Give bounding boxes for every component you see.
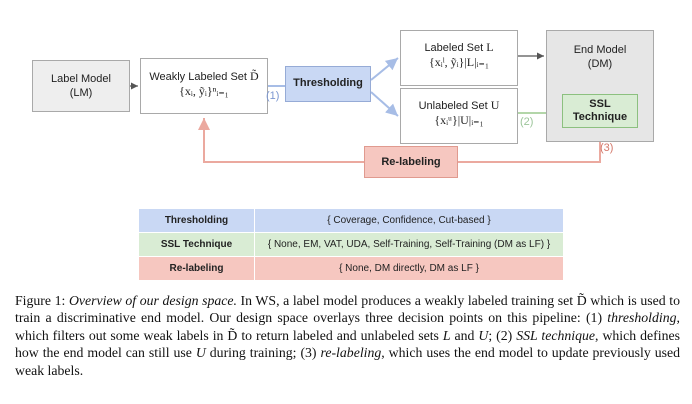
caption-text: , which filters out some weak labels in [15, 310, 680, 343]
labeled-set-symbol: L [486, 40, 494, 54]
table-row: Thresholding { Coverage, Confidence, Cut… [138, 208, 564, 233]
label-model-abbrev: (LM) [69, 87, 93, 99]
caption-text: during training; (3) [205, 345, 321, 361]
caption-prefix: Figure 1: [15, 293, 69, 308]
caption-title: Overview of our design space. [68, 293, 237, 308]
unlabeled-set-box: Unlabeled Set U {xᵢᵘ}|U|ᵢ₌₁ [400, 88, 518, 144]
unlabeled-set-symbol: U [490, 98, 500, 112]
design-space-table: Thresholding { Coverage, Confidence, Cut… [138, 208, 564, 281]
labeled-set-box: Labeled Set L {xᵢˡ, ỹᵢ}|L|ᵢ₌₁ [400, 30, 518, 86]
labeled-set-title: Labeled Set [424, 42, 487, 54]
weakly-labeled-title: Weakly Labeled Set [149, 71, 251, 83]
step-label-3: (3) [600, 142, 614, 154]
caption-text: to return labeled and unlabeled sets [237, 327, 443, 343]
caption-text: , which uses the end model to update pre… [15, 345, 681, 378]
caption-symbol-d: D̃ [576, 293, 587, 308]
caption-term-ssl: SSL technique [516, 327, 596, 343]
relabeling-box: Re-labeling [364, 146, 458, 178]
caption-symbol-l: L [442, 327, 451, 343]
caption-symbol-d: D̃ [227, 327, 238, 343]
label-model-box: Label Model (LM) [32, 60, 130, 112]
weakly-labeled-symbol: D̃ [250, 69, 259, 83]
row-value-ssl: { None, EM, VAT, UDA, Self-Training, Sel… [254, 232, 564, 257]
caption-text: , which defines how the end model can st… [15, 327, 680, 361]
step-label-1: (1) [266, 90, 280, 102]
figure-caption: Figure 1: Overview of our design space. … [15, 292, 680, 379]
row-value-thresholding: { Coverage, Confidence, Cut-based } [254, 208, 564, 233]
ssl-technique-box: SSL Technique [562, 94, 638, 128]
caption-text: which is used to train a discriminative … [15, 293, 680, 326]
row-key-thresholding: Thresholding [138, 208, 255, 233]
table-row: SSL Technique { None, EM, VAT, UDA, Self… [138, 232, 564, 257]
unlabeled-set-title: Unlabeled Set [418, 100, 491, 112]
ssl-line2: Technique [572, 111, 628, 123]
step-label-2: (2) [520, 116, 534, 128]
end-model-title: End Model [573, 44, 627, 56]
row-key-ssl: SSL Technique [138, 232, 255, 257]
arrow-thresholding-to-labeled [370, 57, 399, 81]
thresholding-box: Thresholding [285, 66, 371, 102]
caption-symbol-u: U [195, 345, 206, 361]
table-row: Re-labeling { None, DM directly, DM as L… [138, 256, 564, 281]
relabel-loop-right [458, 142, 601, 163]
end-model-abbrev: (DM) [587, 58, 613, 70]
row-value-relabeling: { None, DM directly, DM as LF } [254, 256, 564, 281]
flow-arrows [130, 52, 601, 163]
labeled-set-formula: {xᵢˡ, ỹᵢ}|L|ᵢ₌₁ [428, 55, 490, 69]
weakly-labeled-set-box: Weakly Labeled Set D̃ {xᵢ, ỹᵢ}ⁿᵢ₌₁ [140, 58, 268, 114]
caption-term-thresholding: thresholding [607, 310, 677, 326]
caption-text: In WS, a label model produces a weakly l… [236, 293, 577, 308]
caption-term-relabeling: re-labeling [320, 345, 382, 361]
caption-text: ; (2) [488, 327, 517, 343]
unlabeled-set-formula: {xᵢᵘ}|U|ᵢ₌₁ [434, 113, 484, 127]
weakly-labeled-formula: {xᵢ, ỹᵢ}ⁿᵢ₌₁ [179, 84, 229, 98]
ssl-line1: SSL [589, 98, 611, 110]
arrow-thresholding-to-unlabeled [370, 91, 399, 117]
relabel-loop-left [198, 118, 364, 163]
relabeling-label: Re-labeling [381, 156, 441, 168]
thresholding-label: Thresholding [293, 77, 363, 89]
caption-symbol-u: U [478, 327, 489, 343]
caption-text: and [450, 327, 479, 343]
row-key-relabeling: Re-labeling [138, 256, 255, 281]
label-model-title: Label Model [51, 73, 111, 85]
